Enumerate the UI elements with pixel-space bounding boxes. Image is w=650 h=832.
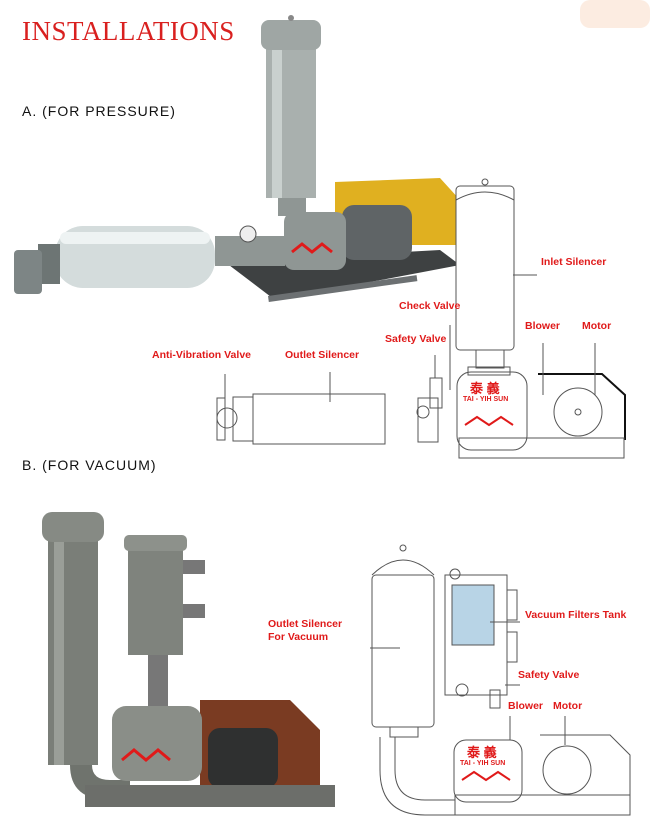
brand-english-a: TAI - YIH SUN xyxy=(463,396,509,403)
page-title: INSTALLATIONS xyxy=(22,16,235,46)
label-outlet-silencer-vacuum-line2: For Vacuum xyxy=(268,631,329,643)
label-safety-valve: Safety Valve xyxy=(385,333,447,345)
diagram-vacuum-layout xyxy=(370,544,631,816)
label-safety-valve-vacuum: Safety Valve xyxy=(518,669,580,681)
diagram-pressure-brand-chevrons xyxy=(464,415,514,427)
section-a-heading: A. (FOR PRESSURE) xyxy=(22,103,176,119)
label-blower-vacuum: Blower xyxy=(508,700,544,712)
diagram-vacuum-brand-chevrons xyxy=(461,770,511,782)
diagram-pressure-layout xyxy=(216,178,626,459)
section-b-heading: B. (FOR VACUUM) xyxy=(22,457,157,473)
brand-chinese-a: 泰 義 xyxy=(470,381,500,396)
brand-chinese-b: 泰 義 xyxy=(467,745,497,760)
photo-pressure-blower xyxy=(14,15,460,302)
label-outlet-silencer: Outlet Silencer xyxy=(285,349,360,361)
label-vacuum-filters-tank: Vacuum Filters Tank xyxy=(525,609,627,621)
label-blower: Blower xyxy=(525,320,561,332)
brand-english-b: TAI - YIH SUN xyxy=(460,760,506,767)
label-outlet-silencer-vacuum-line1: Outlet Silencer xyxy=(268,618,343,630)
label-check-valve: Check Valve xyxy=(399,300,461,312)
label-motor-vacuum: Motor xyxy=(553,700,583,712)
photo-vacuum-blower xyxy=(42,512,335,807)
corner-decoration xyxy=(580,0,650,28)
label-inlet-silencer: Inlet Silencer xyxy=(541,256,607,268)
label-motor: Motor xyxy=(582,320,612,332)
label-anti-vibration-valve: Anti-Vibration Valve xyxy=(152,349,251,361)
